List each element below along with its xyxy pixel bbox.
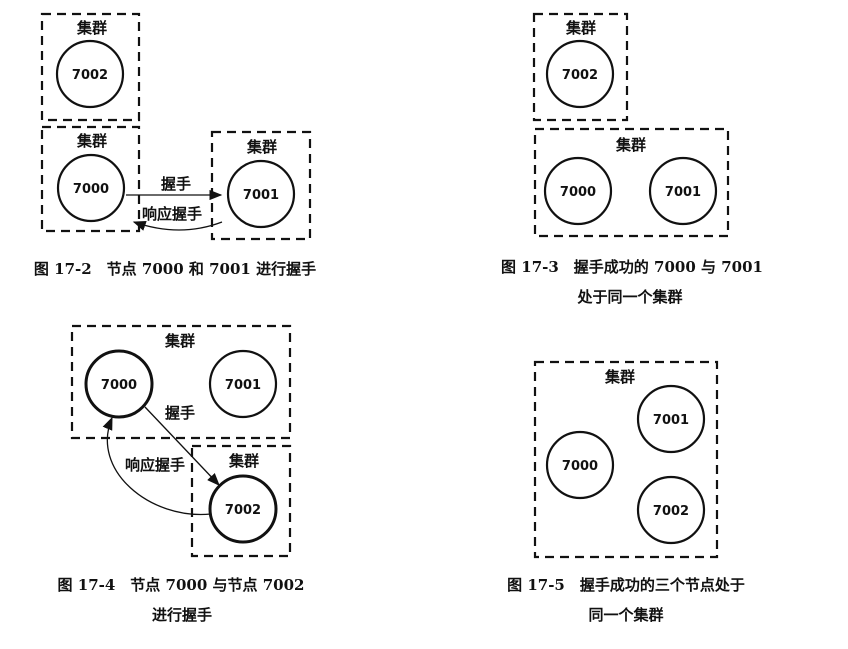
caption-17-5-line1: 图 17-5 握手成功的三个节点处于 (507, 576, 745, 594)
node-7000-label: 7000 (562, 459, 598, 474)
node-7000-label: 7000 (73, 182, 109, 197)
node-7000-circle (543, 156, 613, 226)
cluster-label: 集群 (164, 332, 195, 350)
cluster-label: 集群 (615, 136, 646, 154)
node-7002-label: 7002 (653, 504, 689, 519)
cluster-label: 集群 (246, 138, 277, 156)
response-arrow (132, 220, 223, 231)
cluster-box-7002 (532, 12, 629, 122)
cluster-box-7000 (40, 125, 141, 233)
handshake-label: 握手 (161, 175, 191, 193)
caption-17-4-line2: 进行握手 (152, 606, 212, 624)
node-7000-circle (84, 349, 154, 419)
node-7001-label: 7001 (665, 185, 701, 200)
cluster-label: 集群 (76, 19, 107, 37)
cluster-label: 集群 (565, 19, 596, 37)
handshake-label: 握手 (165, 404, 195, 422)
cluster-box-7002 (190, 444, 292, 558)
caption-17-3-line2: 处于同一个集群 (576, 288, 682, 306)
node-7001-label: 7001 (243, 188, 279, 203)
node-7000-label: 7000 (101, 378, 137, 393)
node-7002-circle (55, 39, 125, 109)
node-7001-circle (208, 349, 278, 419)
node-7002-label: 7002 (562, 68, 598, 83)
cluster-box-7001 (210, 130, 312, 241)
node-7002-circle (545, 39, 615, 109)
caption-17-2: 图 17-2 节点 7000 和 7001 进行握手 (34, 260, 316, 278)
node-7001-label: 7001 (653, 413, 689, 428)
cluster-label: 集群 (76, 132, 107, 150)
cluster-label: 集群 (604, 368, 635, 386)
figure-17-4: 集群 7000 7001 集群 7002 握手 响应握手 图 17-4 节点 7… (58, 324, 305, 624)
node-7000-label: 7000 (560, 185, 596, 200)
node-7001-circle (636, 384, 706, 454)
cluster-label: 集群 (228, 452, 259, 470)
node-7002-label: 7002 (225, 503, 261, 518)
node-7001-circle (648, 156, 718, 226)
caption-17-4-line1: 图 17-4 节点 7000 与节点 7002 (58, 576, 305, 594)
response-arrow (102, 416, 212, 516)
figure-17-5: 集群 7001 7000 7002 图 17-5 握手成功的三个节点处于 同一个… (507, 360, 745, 624)
cluster-box-7000-7001 (70, 324, 292, 440)
node-7000-circle (56, 153, 126, 223)
cluster-box-all (533, 360, 719, 559)
figure-17-2: 集群 7002 集群 7000 集群 7001 握手 响应握手 图 17-2 节… (34, 12, 316, 278)
node-7002-label: 7002 (72, 68, 108, 83)
node-7001-label: 7001 (225, 378, 261, 393)
handshake-arrow (144, 406, 220, 486)
node-7002-circle (208, 474, 278, 544)
response-label: 响应握手 (125, 456, 185, 474)
node-7000-circle (545, 430, 615, 500)
caption-17-3-line1: 图 17-3 握手成功的 7000 与 7001 (501, 258, 763, 276)
cluster-box-7002 (40, 12, 141, 122)
figure-17-3: 集群 7002 集群 7000 7001 图 17-3 握手成功的 7000 与… (501, 12, 763, 306)
node-7002-circle (636, 475, 706, 545)
node-7001-circle (226, 159, 296, 229)
cluster-box-7000-7001 (533, 127, 730, 238)
caption-17-5-line2: 同一个集群 (588, 606, 663, 624)
response-label: 响应握手 (142, 205, 202, 223)
